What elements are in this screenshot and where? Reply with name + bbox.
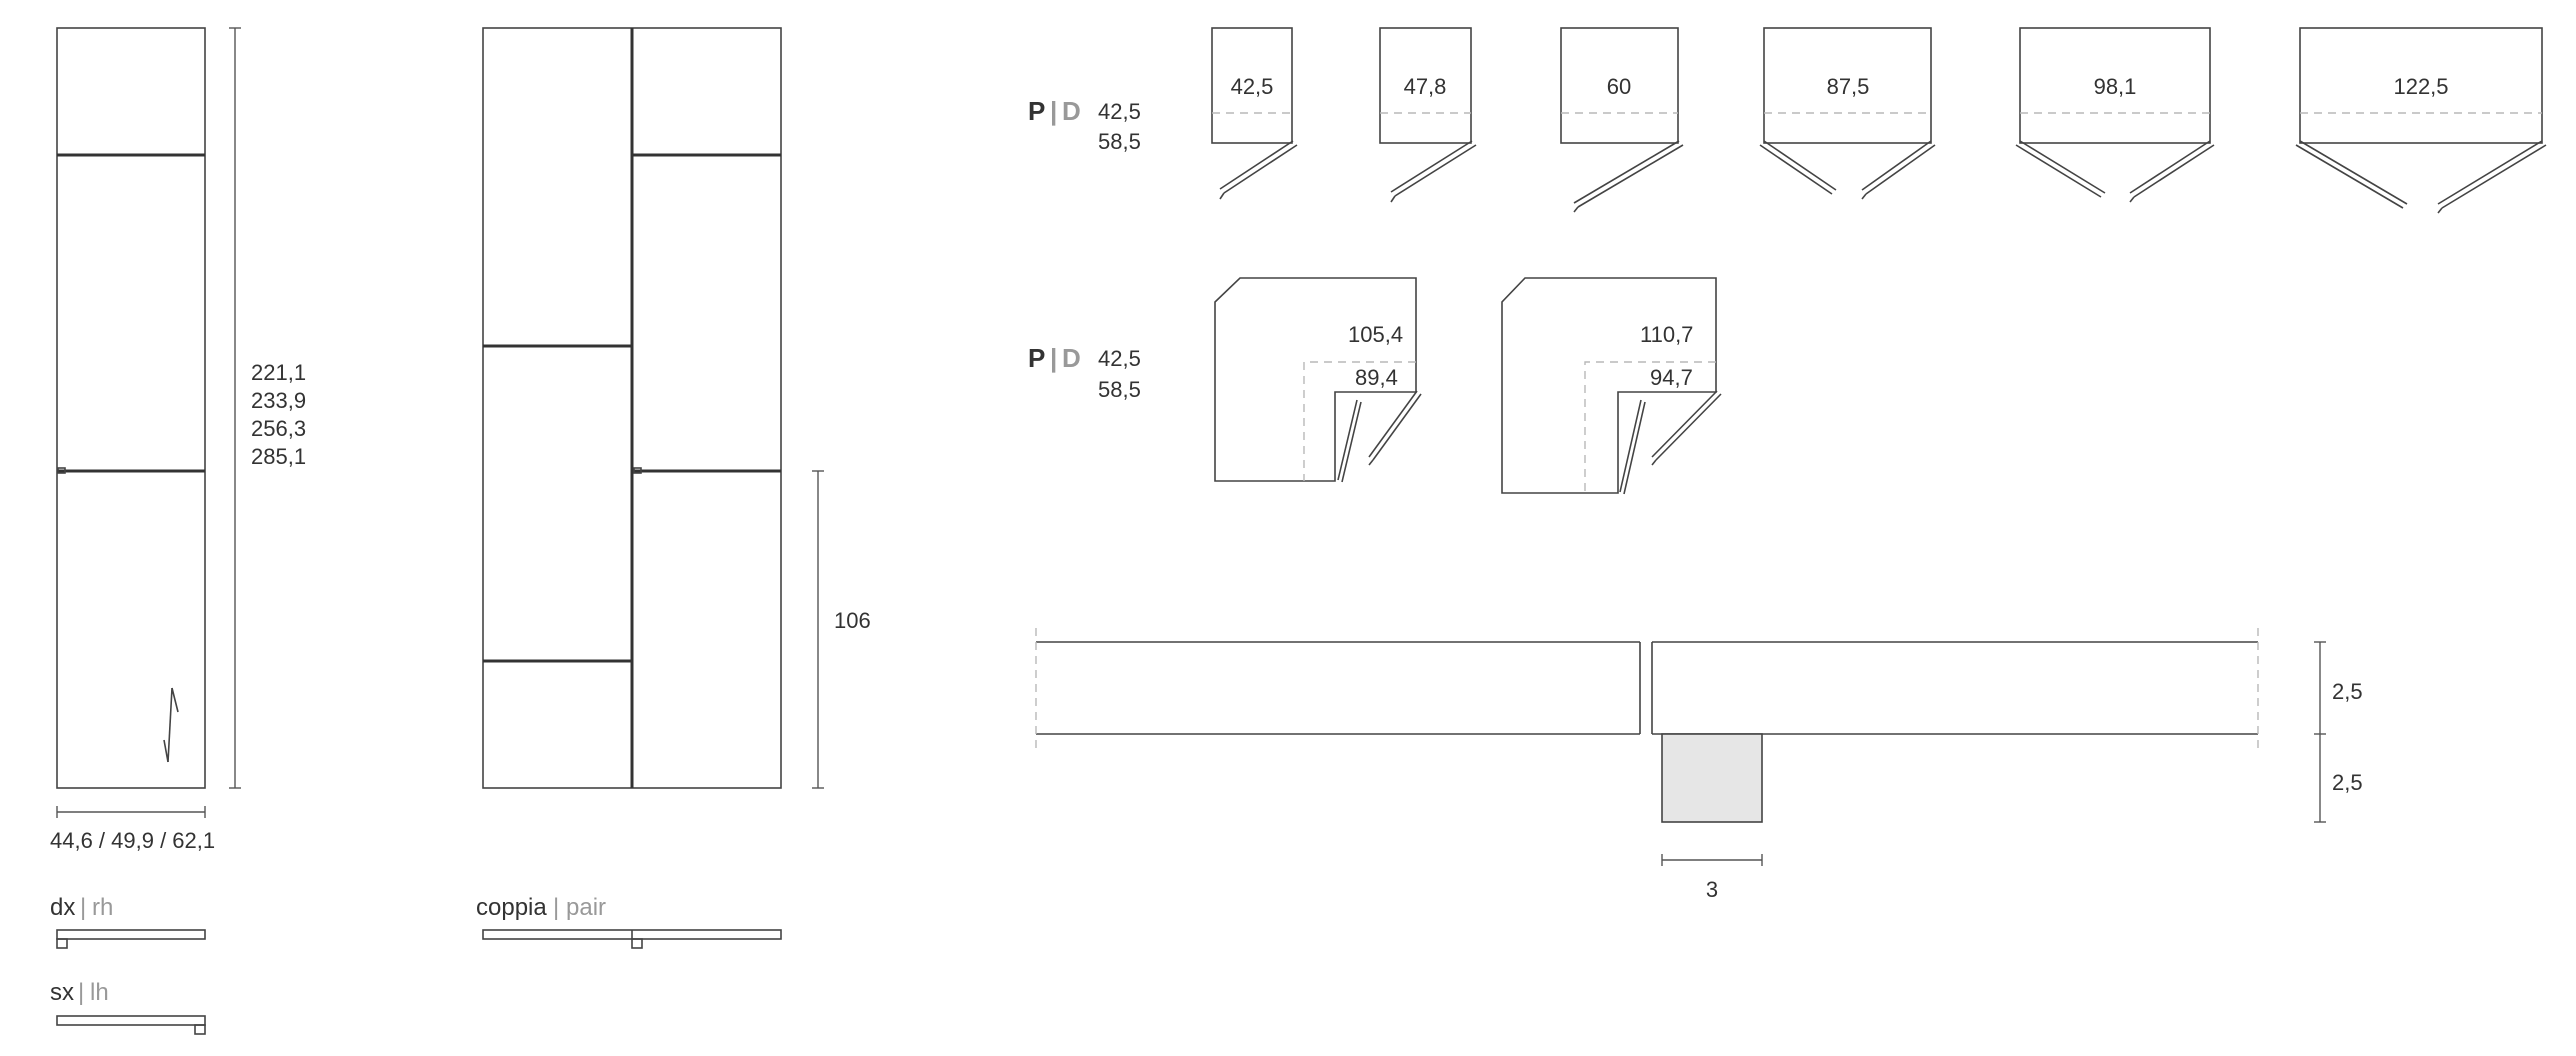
p-label: P	[1028, 343, 1045, 373]
module-width: 60	[1607, 74, 1631, 99]
hinge-block	[631, 938, 643, 949]
module-width: 47,8	[1404, 74, 1447, 99]
depth-value: 58,5	[1098, 377, 1141, 402]
pair-door-elevation: 106	[482, 27, 871, 789]
module-plan: 87,5	[1759, 27, 1936, 200]
separator: |	[1050, 343, 1057, 373]
pair-door-plan: coppia | pair	[476, 894, 782, 949]
d-label: D	[1062, 343, 1081, 373]
single-door-outline	[56, 27, 206, 789]
hinge-mark	[57, 467, 66, 474]
hinge-mark	[633, 467, 642, 474]
thickness-value: 2,5	[2332, 770, 2363, 795]
height-value: 233,9	[251, 388, 306, 413]
separator: |	[553, 894, 559, 921]
corner-inner-width: 94,7	[1650, 365, 1693, 390]
depth-value: 42,5	[1098, 346, 1141, 371]
module-plan: 98,1	[2015, 27, 2215, 203]
handle-width-value: 3	[1706, 877, 1718, 902]
module-width: 98,1	[2094, 74, 2137, 99]
section-detail: 3 2,5 2,5	[1035, 628, 2363, 902]
separator: |	[80, 894, 86, 921]
module-width: 42,5	[1231, 74, 1274, 99]
height-value: 285,1	[251, 444, 306, 469]
corner-module-plan: 110,7 94,7	[1501, 277, 1722, 495]
height-value: 221,1	[251, 360, 306, 385]
d-label: D	[1062, 96, 1081, 126]
width-value: 44,6 / 49,9 / 62,1	[50, 828, 215, 853]
rh-door-plan: dx | rh	[50, 894, 206, 949]
depth-value: 42,5	[1098, 99, 1141, 124]
corner-outer-width: 105,4	[1348, 322, 1403, 347]
module-width: 122,5	[2393, 74, 2448, 99]
module-plan: 60	[1560, 27, 1684, 213]
handle-height-value: 106	[834, 608, 871, 633]
hinge-block	[56, 938, 68, 949]
handle-section	[1661, 733, 1763, 823]
opening-arrow-icon	[163, 687, 179, 763]
module-plan: 47,8	[1379, 27, 1477, 203]
rh-label: rh	[92, 894, 113, 921]
coppia-label: coppia	[476, 894, 547, 921]
p-label: P	[1028, 96, 1045, 126]
module-plan: 122,5	[2295, 27, 2547, 214]
module-width: 87,5	[1827, 74, 1870, 99]
sx-label: sx	[50, 979, 74, 1006]
height-value: 256,3	[251, 416, 306, 441]
lh-door-plan: sx | lh	[50, 979, 206, 1035]
corner-outer-width: 110,7	[1640, 322, 1693, 347]
corner-inner-width: 89,4	[1355, 365, 1398, 390]
depth-value: 58,5	[1098, 129, 1141, 154]
lh-label: lh	[90, 979, 109, 1006]
dx-label: dx	[50, 894, 75, 921]
thickness-value: 2,5	[2332, 679, 2363, 704]
door-plan-rh	[56, 929, 206, 940]
separator: |	[1050, 96, 1057, 126]
module-plan: 42,5	[1211, 27, 1298, 200]
hinge-block	[194, 1024, 206, 1035]
single-door-elevation: 221,1 233,9 256,3 285,1 44,6 / 49,9 / 62…	[50, 27, 306, 853]
pair-label: pair	[566, 894, 606, 921]
corner-module-plan: 105,4 89,4	[1214, 277, 1422, 483]
depth-row-1: P | D 42,5 58,5 42,5 47,8 60	[1028, 27, 2547, 214]
separator: |	[78, 979, 84, 1006]
depth-row-2: P | D 42,5 58,5 105,4 89,4 110,7 94,7	[1028, 277, 1722, 495]
door-plan-lh	[56, 1015, 206, 1026]
